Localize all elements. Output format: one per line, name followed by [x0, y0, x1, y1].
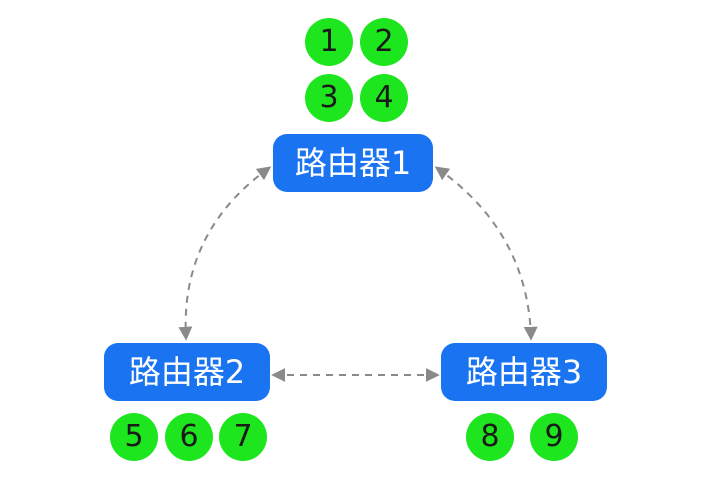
link-router1-router3	[434, 166, 538, 341]
host-2: 2	[360, 18, 408, 66]
router-1-node: 路由器1	[273, 134, 433, 192]
host-6: 6	[165, 413, 213, 461]
host-3: 3	[305, 74, 353, 122]
host-9: 9	[530, 413, 578, 461]
router-2-node: 路由器2	[104, 343, 270, 401]
host-4: 4	[360, 74, 408, 122]
host-1: 1	[305, 18, 353, 66]
host-7: 7	[219, 413, 267, 461]
link-router1-router2	[178, 166, 272, 341]
router-3-node: 路由器3	[441, 343, 607, 401]
host-5: 5	[110, 413, 158, 461]
host-8: 8	[466, 413, 514, 461]
